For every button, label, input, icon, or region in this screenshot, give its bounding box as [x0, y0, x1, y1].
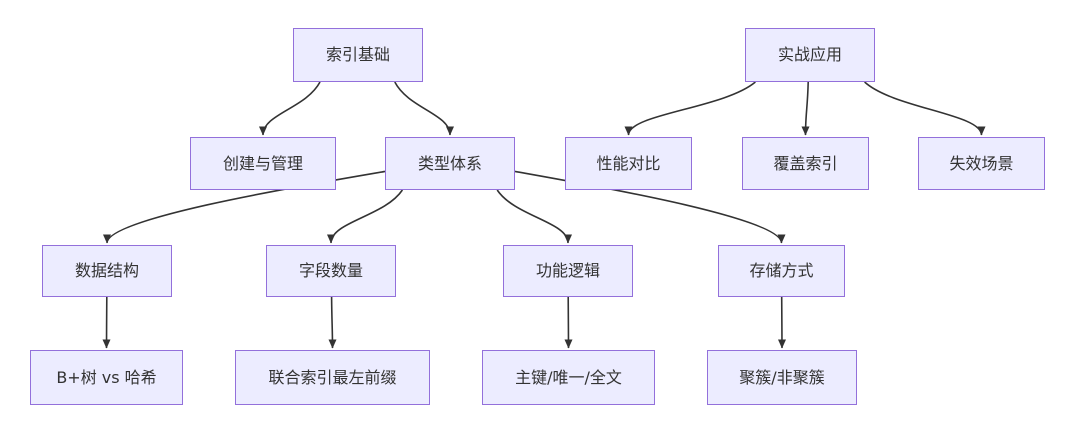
node-data-structure: 数据结构 — [42, 245, 172, 297]
node-failure-scenarios: 失效场景 — [918, 137, 1045, 190]
node-composite-leftmost-prefix: 联合索引最左前缀 — [235, 350, 430, 405]
node-storage-method: 存储方式 — [718, 245, 845, 297]
node-function-logic: 功能逻辑 — [503, 245, 633, 297]
edge-type-system-to-function-logic — [496, 189, 572, 244]
node-field-count: 字段数量 — [266, 245, 396, 297]
edge-practical-application-to-failure-scenarios — [864, 81, 986, 136]
node-clustered-nonclustered: 聚簇/非聚簇 — [707, 350, 857, 405]
node-create-manage: 创建与管理 — [190, 137, 336, 190]
edge-practical-application-to-performance-comparison — [624, 81, 756, 136]
edge-index-basics-to-type-system — [394, 81, 454, 136]
node-practical-application: 实战应用 — [745, 28, 875, 82]
edge-index-basics-to-create-manage — [259, 81, 321, 136]
edge-type-system-to-storage-method — [514, 170, 786, 244]
edge-type-system-to-data-structure — [103, 170, 386, 244]
node-pk-unique-fulltext: 主键/唯一/全文 — [482, 350, 655, 405]
edge-field-count-to-composite-leftmost-prefix — [328, 296, 337, 349]
node-performance-comparison: 性能对比 — [565, 137, 692, 190]
node-covering-index: 覆盖索引 — [742, 137, 869, 190]
node-btree-vs-hash: B+树 vs 哈希 — [30, 350, 183, 405]
node-type-system: 类型体系 — [385, 137, 515, 190]
edge-practical-application-to-covering-index — [801, 81, 810, 136]
node-index-basics: 索引基础 — [293, 28, 423, 82]
edge-type-system-to-field-count — [327, 189, 404, 244]
